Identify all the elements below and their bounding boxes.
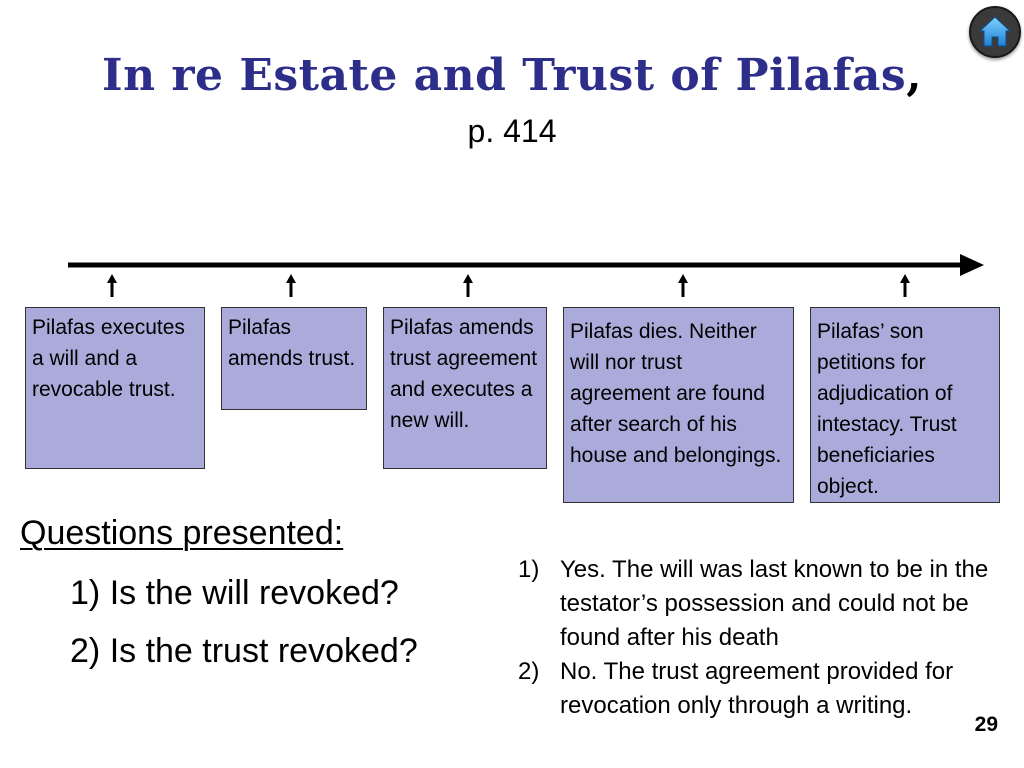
answer-number: 1): [518, 556, 540, 583]
timeline-marker-5: [900, 274, 910, 297]
timeline-event-3: Pilafas amends trust agreement and execu…: [383, 307, 547, 469]
timeline-arrowhead: [960, 254, 984, 276]
answer-item: 1) Yes. The will was last known to be in…: [518, 553, 1006, 655]
question-number: 1): [70, 574, 101, 612]
timeline-marker-3: [463, 274, 473, 297]
questions-heading: Questions presented:: [20, 514, 344, 552]
page-number: 29: [974, 713, 998, 736]
timeline-event-2: Pilafas amends trust.: [221, 307, 367, 410]
answer-item: 2) No. The trust agreement provided for …: [518, 655, 1006, 723]
question-text: Is the trust revoked?: [109, 632, 418, 670]
timeline-marker-4: [678, 274, 688, 297]
home-icon: [978, 16, 1012, 47]
question-item: 2) Is the trust revoked?: [70, 630, 418, 672]
timeline-event-5: Pilafas’ son petitions for adjudication …: [810, 307, 1000, 503]
timeline-marker-1: [107, 274, 117, 297]
answer-number: 2): [518, 658, 540, 685]
answers-list: 1) Yes. The will was last known to be in…: [518, 553, 1006, 723]
timeline-markers: [107, 274, 910, 297]
question-text: Is the will revoked?: [109, 574, 399, 612]
slide-subtitle: p. 414: [467, 113, 557, 149]
timeline-event-1: Pilafas executes a will and a revocable …: [25, 307, 205, 469]
timeline-graphic: [68, 254, 984, 297]
slide-title-comma: ,: [906, 50, 923, 101]
question-number: 2): [70, 632, 101, 670]
home-button[interactable]: [969, 6, 1021, 58]
slide-title-text: In re Estate and Trust of Pilafas: [101, 50, 907, 101]
question-item: 1) Is the will revoked?: [70, 572, 399, 614]
timeline-marker-2: [286, 274, 296, 297]
timeline-event-4: Pilafas dies. Neither will nor trust agr…: [563, 307, 794, 503]
slide-title: In re Estate and Trust of Pilafas,: [0, 48, 1024, 104]
answer-text: Yes. The will was last known to be in th…: [560, 556, 989, 651]
answer-text: No. The trust agreement provided for rev…: [560, 658, 954, 719]
